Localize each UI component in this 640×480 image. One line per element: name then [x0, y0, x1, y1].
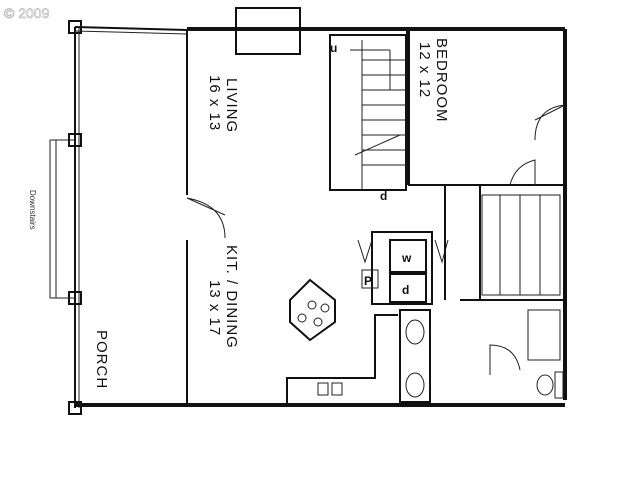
bedroom-name: BEDROOM	[433, 38, 450, 123]
living-name: LIVING	[223, 78, 240, 133]
downstairs-note: Downstairs	[28, 190, 37, 230]
watermark: © 2009	[4, 5, 50, 21]
washer-label: w	[401, 251, 412, 265]
fireplace	[235, 7, 301, 55]
kitchen	[286, 278, 398, 405]
kitchen-island	[289, 278, 336, 342]
porch-structure	[49, 20, 188, 415]
stairs-down-label: d	[380, 189, 387, 203]
bedroom-size: 12 x 12	[416, 42, 433, 98]
door-swing	[186, 197, 226, 239]
exterior-walls	[75, 7, 567, 407]
kitchen-name: KIT. / DINING	[223, 245, 240, 349]
dryer-label: d	[402, 283, 409, 297]
bedroom-walls	[406, 29, 566, 186]
laundry: w d P	[357, 231, 449, 305]
stairs: u d	[329, 34, 407, 203]
porch-name: PORCH	[93, 330, 110, 389]
post	[68, 401, 82, 415]
stairs-up-label: u	[330, 41, 337, 55]
kitchen-size: 13 x 17	[206, 280, 223, 336]
post	[68, 20, 82, 34]
pantry-label: P	[364, 274, 372, 288]
living-size: 16 x 13	[206, 75, 223, 131]
bath	[399, 185, 565, 403]
